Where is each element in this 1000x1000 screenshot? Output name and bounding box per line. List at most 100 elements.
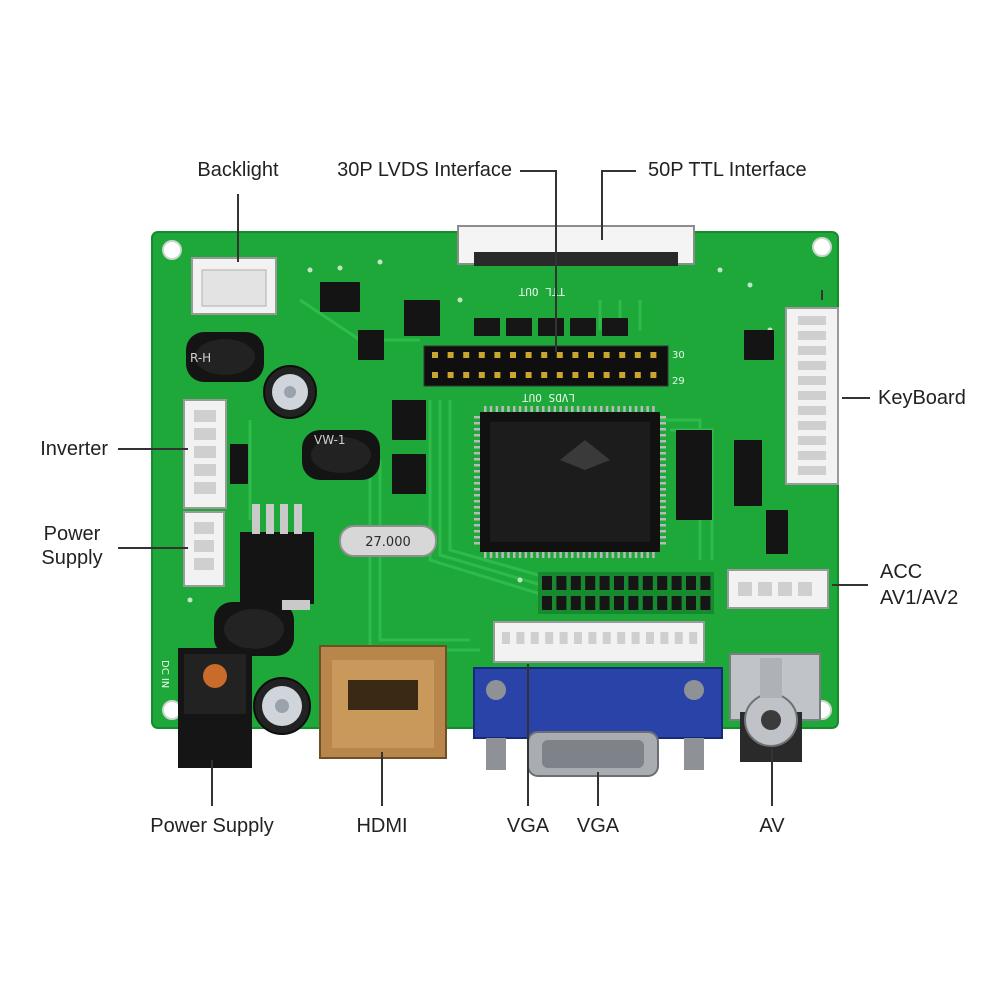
- vga-header-pin: [574, 632, 582, 644]
- label-inverter: Inverter: [40, 438, 108, 460]
- resistor: [686, 596, 696, 610]
- chip-pin: [660, 476, 666, 479]
- resistor: [700, 576, 711, 590]
- chip-pin: [660, 446, 666, 449]
- label-power-supply-left: Power Supply: [26, 522, 118, 570]
- leader-lines: [118, 170, 870, 806]
- lvds-pin: [650, 352, 657, 358]
- chip-pin: [547, 552, 551, 558]
- lvds-pin: [463, 372, 470, 378]
- lvds-pin: [588, 352, 594, 358]
- vga-header-pin: [588, 632, 597, 644]
- resistor: [671, 576, 682, 590]
- label-vga-left: VGA: [506, 815, 550, 837]
- lvds-pin: [494, 372, 501, 378]
- chip-pin: [660, 530, 666, 533]
- resistor: [585, 596, 596, 610]
- chip-pin: [600, 552, 603, 558]
- lvds-pin: [510, 372, 516, 378]
- resistor: [599, 576, 610, 590]
- chip-pin: [507, 406, 510, 412]
- vga-header-pin: [631, 632, 640, 644]
- chip-pin: [474, 482, 480, 485]
- voltage-regulator: [240, 504, 314, 610]
- chip-pin: [474, 500, 480, 503]
- keyboard-pin: [798, 421, 826, 430]
- vga-header-pin: [674, 632, 683, 644]
- lvds-pin: [619, 372, 626, 378]
- inductor-bottom: [214, 602, 294, 656]
- resistor: [542, 596, 552, 610]
- label-ttl-50p: 50P TTL Interface: [648, 159, 807, 181]
- lvds-pin: [619, 352, 626, 358]
- label-hdmi: HDMI: [356, 815, 408, 837]
- chip-pin: [474, 518, 480, 521]
- chip-pin: [571, 406, 574, 412]
- chip-pin: [605, 406, 609, 412]
- chip-pin: [474, 506, 480, 509]
- keyboard-pin: [798, 346, 826, 355]
- vga-connector: [473, 667, 723, 777]
- lvds-pin: [556, 352, 563, 358]
- chip-pin: [474, 434, 480, 437]
- lvds-pin: [572, 352, 579, 358]
- keyboard-connector: [785, 307, 839, 485]
- chip-pin: [553, 552, 557, 558]
- pin-30-silk: 30: [672, 350, 685, 361]
- resistor: [657, 596, 668, 610]
- vga-header-pin: [530, 632, 539, 644]
- label-power-supply-bottom: Power Supply: [150, 815, 274, 837]
- resistor: [556, 596, 567, 610]
- chip-pin: [474, 494, 480, 497]
- chip-pin: [559, 406, 562, 412]
- chip-pin: [576, 406, 580, 412]
- chip-pin: [660, 416, 666, 419]
- chip-pin: [660, 494, 666, 497]
- chip-pin: [495, 552, 499, 558]
- vga-header-pin: [602, 632, 611, 644]
- chip-pin: [571, 552, 574, 558]
- chip-pin: [474, 422, 480, 425]
- label-av: AV: [759, 815, 785, 837]
- chip-pin: [524, 552, 528, 558]
- chip-pin: [474, 530, 480, 533]
- label-av1-av2: AV1/AV2: [880, 587, 959, 609]
- keyboard-pin: [798, 331, 826, 340]
- chip-pin: [660, 512, 666, 515]
- chip-pin: [530, 552, 533, 558]
- resistor: [657, 576, 668, 590]
- acc-av-connector: [727, 569, 829, 609]
- label-vga-right: VGA: [576, 815, 620, 837]
- chip-pin: [536, 406, 539, 412]
- lvds-pin: [634, 352, 641, 358]
- resistor: [542, 576, 552, 590]
- vga-header-pin: [502, 632, 510, 644]
- chip-pin: [536, 552, 539, 558]
- small-ics: [230, 282, 788, 554]
- lvds-pin: [556, 372, 563, 378]
- inductor-middle: [302, 430, 380, 480]
- chip-pin: [489, 552, 493, 558]
- label-power-line2: Supply: [41, 547, 103, 569]
- chip-pin: [660, 440, 666, 443]
- chip-pin: [617, 552, 620, 558]
- chip-pin: [623, 552, 626, 558]
- chip-pin: [582, 406, 586, 412]
- resistor: [642, 576, 653, 590]
- keyboard-pin: [798, 391, 826, 400]
- chip-pin: [623, 406, 626, 412]
- vga-header: [493, 621, 705, 663]
- lvds-out-silk: LVDS OUT: [522, 391, 575, 404]
- chip-pin: [530, 406, 533, 412]
- chip-pin: [474, 536, 480, 539]
- chip-pin: [660, 482, 666, 485]
- label-keyboard: KeyBoard: [878, 387, 966, 409]
- chip-pin: [660, 542, 666, 545]
- lvds-pin: [541, 372, 548, 378]
- ttl-50p-connector: [457, 225, 695, 266]
- resistor: [599, 596, 610, 610]
- chip-pin: [646, 406, 649, 412]
- chip-pin: [474, 416, 480, 419]
- lvds-pin: [603, 372, 610, 378]
- lvds-pin: [541, 352, 548, 358]
